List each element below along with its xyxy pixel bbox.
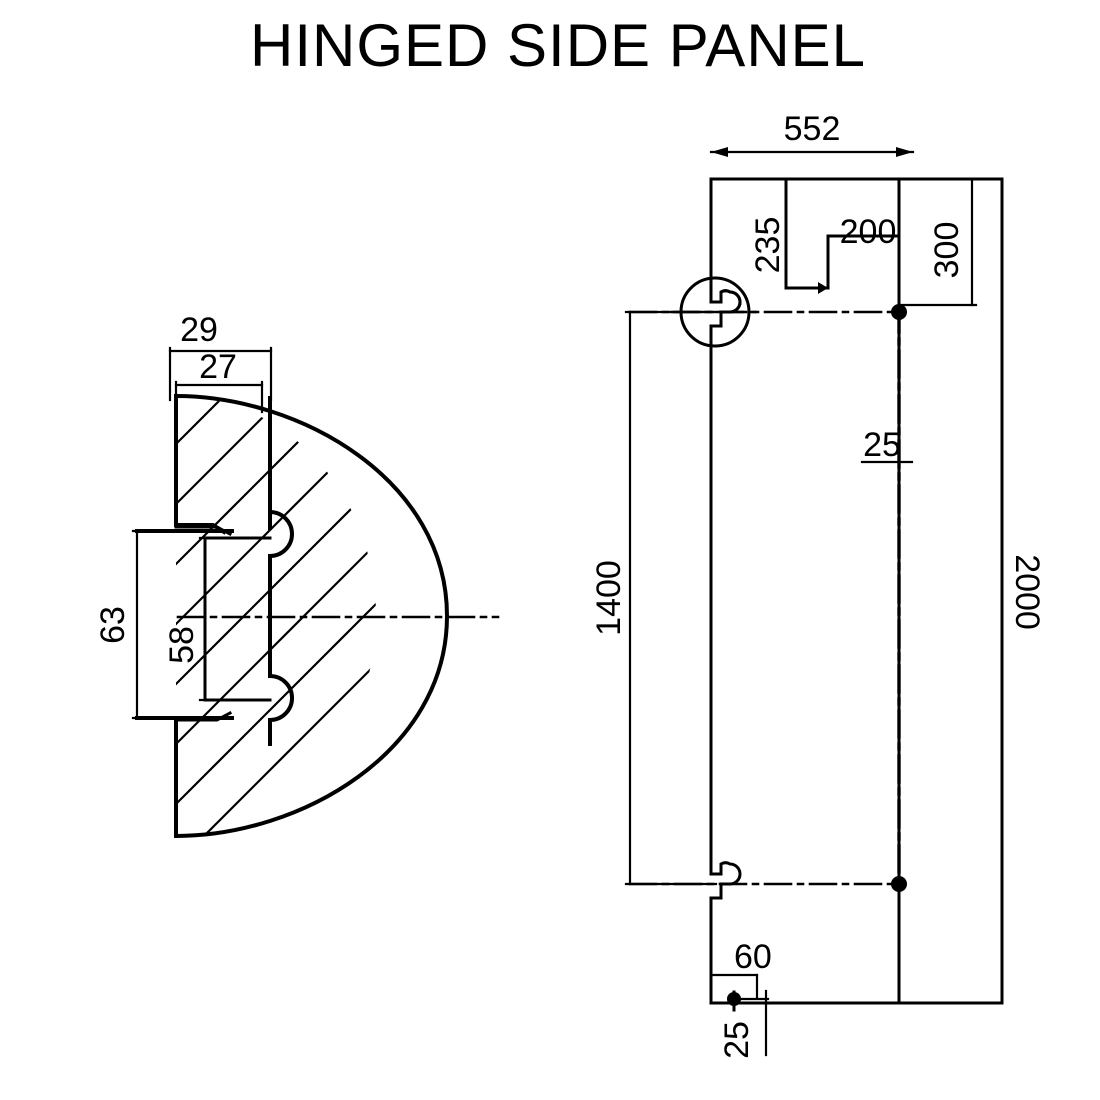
dimension-235-label: 235 bbox=[749, 217, 787, 274]
dimension-2000-label: 2000 bbox=[1008, 554, 1046, 630]
bottom-hinge-node bbox=[891, 876, 907, 892]
dimension-60: 60 bbox=[709, 938, 772, 1000]
panel-elevation-view: 552 235 20 bbox=[590, 110, 1046, 1059]
dimension-552-label: 552 bbox=[784, 110, 841, 148]
dimension-58-label: 58 bbox=[163, 626, 201, 664]
dimension-29-label: 29 bbox=[180, 311, 218, 349]
dimension-27: 27 bbox=[174, 348, 264, 414]
dimension-552: 552 bbox=[709, 110, 915, 157]
page-title: HINGED SIDE PANEL bbox=[250, 12, 866, 79]
dimension-58: 58 bbox=[163, 536, 232, 702]
dimension-27-label: 27 bbox=[199, 348, 237, 386]
dimension-63: 63 bbox=[94, 529, 167, 720]
dimension-300-label: 300 bbox=[928, 222, 966, 279]
dimension-29: 29 bbox=[168, 311, 273, 402]
dim-235-terminator bbox=[818, 282, 828, 294]
dimension-63-label: 63 bbox=[94, 606, 132, 644]
dimension-25-middle: 25 bbox=[860, 426, 914, 464]
dimension-25-bottom-label: 25 bbox=[718, 1021, 756, 1059]
dimension-25-middle-label: 25 bbox=[863, 426, 901, 464]
dimension-200-label: 200 bbox=[840, 213, 897, 251]
hinge-section-detail-view: 29 27 63 58 bbox=[94, 311, 500, 839]
arrow-left-552 bbox=[711, 147, 728, 157]
dimension-60-label: 60 bbox=[734, 938, 772, 976]
dimension-1400: 1400 bbox=[590, 310, 718, 886]
arrow-right-552 bbox=[896, 147, 913, 157]
dimension-1400-label: 1400 bbox=[590, 560, 628, 636]
lower-block-top-edge bbox=[174, 710, 233, 722]
